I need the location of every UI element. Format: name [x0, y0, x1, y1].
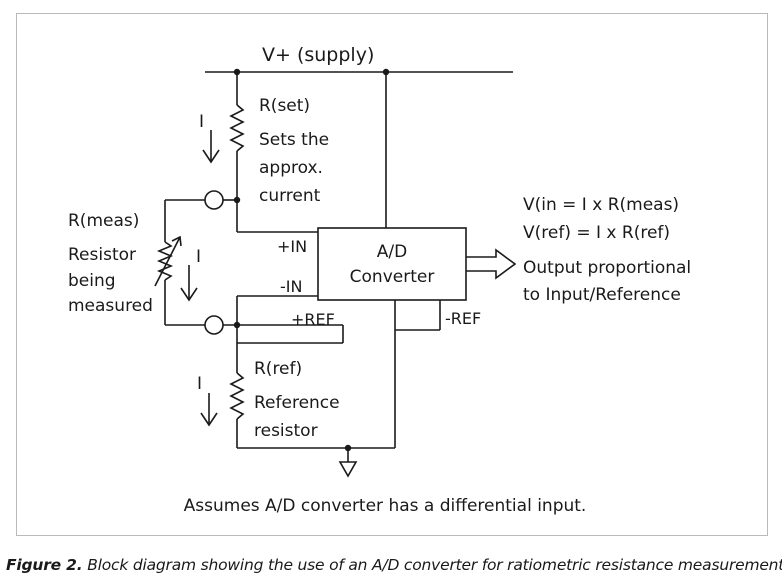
rref-name: R(ref): [254, 359, 302, 379]
converter-label-1: A/D: [377, 242, 407, 262]
rref-desc-1: Reference: [254, 393, 340, 413]
current-arrow-rref-head: [200, 412, 218, 427]
output-arrow: [466, 248, 517, 280]
current-arrow-rmeas-head: [180, 287, 198, 302]
equation-vref: V(ref) = I x R(ref): [523, 223, 670, 243]
pin-label-in-pos: +IN: [277, 237, 307, 256]
figure-caption: Figure 2. Block diagram showing the use …: [6, 556, 782, 574]
current-arrow-rset-head: [202, 149, 220, 164]
output-label-1: Output proportional: [523, 258, 691, 278]
output-label-2: to Input/Reference: [523, 285, 681, 305]
rmeas-name: R(meas): [68, 211, 139, 231]
ad-converter-box: [317, 227, 467, 301]
rset-name: R(set): [259, 96, 310, 116]
current-label-rset: I: [199, 112, 204, 132]
caption-label: Figure 2.: [6, 556, 83, 574]
terminal-bottom: [204, 315, 224, 335]
current-label-rmeas: I: [196, 247, 201, 267]
rmeas-desc-1: Resistor: [68, 245, 136, 265]
converter-label-2: Converter: [350, 267, 435, 287]
rset-desc-1: Sets the: [259, 130, 329, 150]
rmeas-desc-3: measured: [68, 296, 153, 316]
rmeas-desc-2: being: [68, 271, 116, 291]
current-label-rref: I: [197, 374, 202, 394]
terminal-top: [204, 190, 224, 210]
rset-desc-3: current: [259, 186, 321, 206]
block-diagram: V+ (supply) I R(set) Sets the approx. cu…: [68, 44, 691, 516]
rset-desc-2: approx.: [259, 158, 323, 178]
rmeas-variable-arrow: [154, 236, 181, 287]
pin-label-in-neg: -IN: [280, 277, 302, 296]
pin-label-ref-neg: -REF: [445, 309, 481, 328]
rmeas-resistor: [156, 241, 174, 281]
ground-symbol: [338, 461, 358, 478]
rref-desc-2: resistor: [254, 421, 318, 441]
pin-label-ref-pos: +REF: [291, 310, 335, 329]
equation-vin: V(in = I x R(meas): [523, 195, 679, 215]
rset-resistor: [229, 104, 245, 152]
supply-label: V+ (supply): [262, 44, 374, 66]
rref-resistor: [229, 372, 245, 420]
caption-text: Block diagram showing the use of an A/D …: [87, 556, 782, 574]
rmeas-variable-arrow-head: [171, 235, 182, 247]
figure-frame: [16, 13, 768, 536]
diagram-note: Assumes A/D converter has a differential…: [184, 496, 587, 516]
